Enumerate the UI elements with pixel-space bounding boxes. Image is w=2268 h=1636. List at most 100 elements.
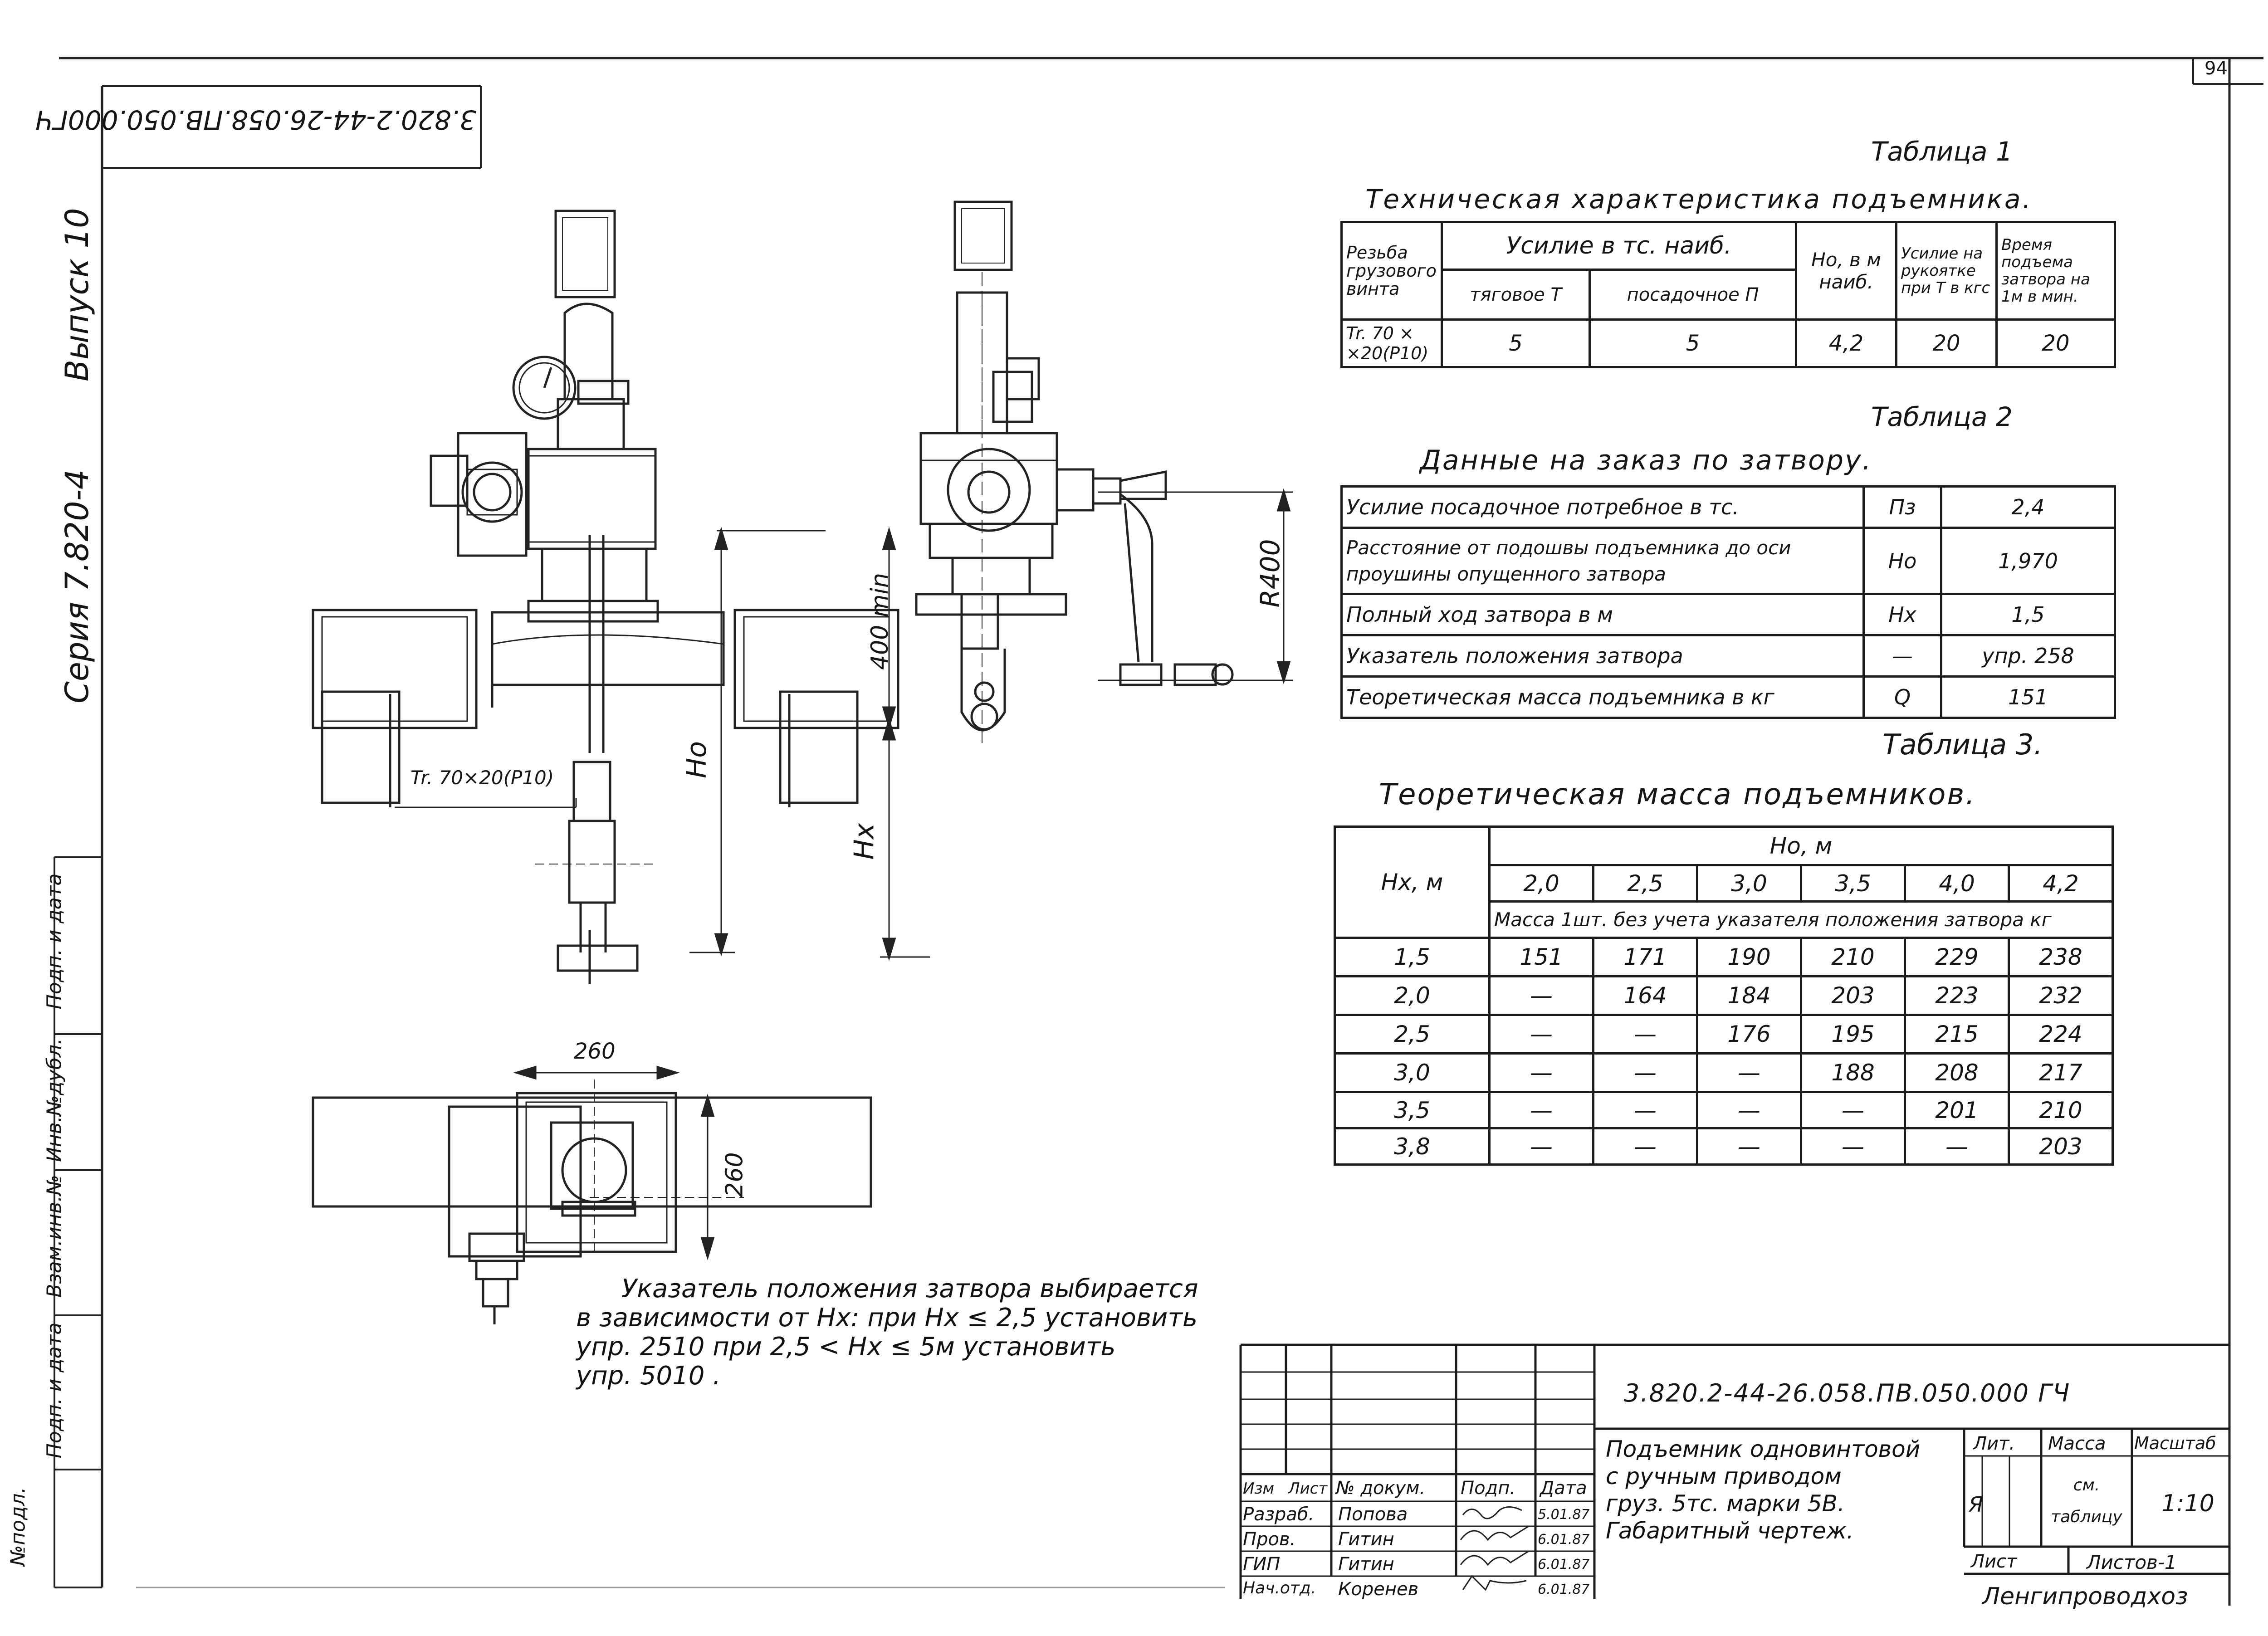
t3-r5-c2: — bbox=[1592, 1091, 1698, 1129]
t3-subheader: Масса 1шт. без учета указателя положения… bbox=[1488, 900, 2114, 939]
side-view bbox=[916, 202, 1293, 748]
page-number: 94 bbox=[2204, 58, 2228, 79]
t2-r3-label: Полный ход затвора в м bbox=[1340, 593, 1865, 637]
t2-r4-sym: — bbox=[1862, 634, 1942, 678]
installation-note: Указатель положения затвора выбирается в… bbox=[576, 1275, 1198, 1391]
table2: Усилие посадочное потребное в тс. Пз 2,4… bbox=[1340, 485, 2116, 719]
tb-role-2: Пров. bbox=[1243, 1529, 1296, 1550]
t3-r3-c5: 215 bbox=[1904, 1014, 2010, 1055]
t1-ho: 4,2 bbox=[1795, 318, 1897, 368]
t3-r4-c2: — bbox=[1592, 1052, 1698, 1093]
tb-name-2: Гитин bbox=[1338, 1529, 1394, 1550]
t2-r5-label: Теоретическая масса подъемника в кг bbox=[1340, 675, 1865, 719]
t3-r4-c3: — bbox=[1696, 1052, 1802, 1093]
t3-h-ho: Но, м bbox=[1488, 825, 2114, 866]
dim-260-top-label: 260 bbox=[574, 1039, 616, 1064]
t2-r3-sym: Нх bbox=[1862, 593, 1942, 637]
t2-r2-label: Расстояние от подошвы подъемника до оси … bbox=[1340, 526, 1865, 596]
tb-role-1: Разраб. bbox=[1243, 1504, 1315, 1525]
note-line-1: Указатель положения затвора выбирается bbox=[621, 1274, 1198, 1304]
tb-scale-header: Масштаб bbox=[2134, 1433, 2216, 1453]
t1-h-pull: тяговое Т bbox=[1440, 269, 1591, 321]
t3-r5-c3: — bbox=[1696, 1091, 1802, 1129]
t2-r1-label: Усилие посадочное потребное в тс. bbox=[1340, 485, 1865, 529]
t3-r6-c6: 203 bbox=[2008, 1127, 2114, 1166]
tb-date-4: 6.01.87 bbox=[1538, 1582, 1590, 1597]
t3-r3-c6: 224 bbox=[2008, 1014, 2114, 1055]
tb-date-3: 6.01.87 bbox=[1538, 1557, 1590, 1573]
t1-h-time: Время подъема затвора на 1м в мин. bbox=[1995, 221, 2116, 321]
tb-name-line-2: с ручным приводом bbox=[1606, 1463, 1842, 1489]
t1-handle: 20 bbox=[1895, 318, 1998, 368]
t3-r6-c0: 3,8 bbox=[1334, 1127, 1491, 1166]
t3-r6-c5: — bbox=[1904, 1127, 2010, 1166]
t1-h-thread: Резьба грузового винта bbox=[1340, 221, 1443, 321]
table3-title: Теоретическая масса подъемников. bbox=[1379, 778, 1976, 811]
t3-ho-3: 3,5 bbox=[1800, 864, 1906, 903]
t3-ho-5: 4,2 bbox=[2008, 864, 2114, 903]
t3-r1-c0: 1,5 bbox=[1334, 937, 1491, 977]
tb-name-4: Коренев bbox=[1338, 1579, 1419, 1600]
t3-r4-c0: 3,0 bbox=[1334, 1052, 1491, 1093]
t2-r4-label: Указатель положения затвора bbox=[1340, 634, 1865, 678]
plan-view bbox=[313, 1067, 871, 1324]
tb-name-line-4: Габаритный чертеж. bbox=[1606, 1518, 1854, 1544]
note-line-2: в зависимости от Hx: при Hx ≤ 2,5 устано… bbox=[576, 1303, 1198, 1333]
t1-thread: Tr. 70 × ×20(Р10) bbox=[1340, 318, 1443, 368]
t1-h-force: Усилие в тс. наиб. bbox=[1441, 221, 1797, 271]
t3-r1-c4: 210 bbox=[1800, 937, 1906, 977]
t1-land: 5 bbox=[1589, 318, 1797, 368]
t3-r3-c2: — bbox=[1592, 1014, 1698, 1055]
t2-r5-val: 151 bbox=[1940, 675, 2116, 719]
t3-r4-c6: 217 bbox=[2008, 1052, 2114, 1093]
t3-r4-c1: — bbox=[1488, 1052, 1594, 1093]
tb-name-line-1: Подъемник одновинтовой bbox=[1606, 1436, 1921, 1462]
t3-r3-c3: 176 bbox=[1696, 1014, 1802, 1055]
tb-doc-code: 3.820.2-44-26.058.ПВ.050.000 ГЧ bbox=[1624, 1379, 2071, 1407]
tb-sheet-label: Лист bbox=[1971, 1551, 2017, 1572]
note-line-4: упр. 5010 . bbox=[576, 1361, 721, 1391]
t3-r2-c4: 203 bbox=[1800, 975, 1906, 1016]
t3-r6-c1: — bbox=[1488, 1127, 1594, 1166]
t2-r2-val: 1,970 bbox=[1940, 526, 2116, 596]
t1-h-handle: Усилие на рукоятке при Т в кгс bbox=[1895, 221, 1998, 321]
tb-h-sign: Подп. bbox=[1461, 1478, 1516, 1499]
t3-r6-c3: — bbox=[1696, 1127, 1802, 1166]
t3-r1-c5: 229 bbox=[1904, 937, 2010, 977]
tb-role-3: ГИП bbox=[1243, 1554, 1281, 1575]
t3-r5-c0: 3,5 bbox=[1334, 1091, 1491, 1129]
t1-h-ho: Но, в м наиб. bbox=[1795, 221, 1897, 321]
tb-organization: Ленгипроводхоз bbox=[1982, 1583, 2188, 1610]
t3-r5-c1: — bbox=[1488, 1091, 1594, 1129]
tb-mass-value: см. таблицу bbox=[2051, 1476, 2122, 1526]
t3-h-hx: Нх, м bbox=[1334, 825, 1491, 939]
t2-r4-val: упр. 258 bbox=[1940, 634, 2116, 678]
tb-date-1: 5.01.87 bbox=[1538, 1507, 1590, 1523]
note-line-3: упр. 2510 при 2,5 < Hx ≤ 5м установить bbox=[576, 1332, 1116, 1362]
t3-r6-c4: — bbox=[1800, 1127, 1906, 1166]
table2-title: Данные на заказ по затвору. bbox=[1420, 444, 1872, 476]
tb-name-line-3: груз. 5тс. марки 5В. bbox=[1606, 1490, 1845, 1517]
tb-h-doc: № докум. bbox=[1336, 1478, 1426, 1499]
front-view bbox=[313, 211, 930, 984]
tb-product-name: Подъемник одновинтовой с ручным приводом… bbox=[1606, 1436, 1920, 1544]
t1-h-land: посадочное П bbox=[1589, 269, 1797, 321]
t3-r1-c6: 238 bbox=[2008, 937, 2114, 977]
t3-r2-c0: 2,0 bbox=[1334, 975, 1491, 1016]
tb-role-4: Нач.отд. bbox=[1243, 1579, 1316, 1597]
t3-r5-c5: 201 bbox=[1904, 1091, 2010, 1129]
t3-r3-c1: — bbox=[1488, 1014, 1594, 1055]
table3-caption: Таблица 3. bbox=[1882, 728, 2043, 761]
t2-r1-sym: Пз bbox=[1862, 485, 1942, 529]
table1-title: Техническая характеристика подъемника. bbox=[1365, 184, 2033, 215]
t3-r1-c3: 190 bbox=[1696, 937, 1802, 977]
tb-lit-value: Я bbox=[1969, 1492, 1983, 1517]
t2-r1-val: 2,4 bbox=[1940, 485, 2116, 529]
t3-r4-c5: 208 bbox=[1904, 1052, 2010, 1093]
t3-ho-0: 2,0 bbox=[1488, 864, 1594, 903]
table3: Нх, м Но, м 2,0 2,5 3,0 3,5 4,0 4,2 Масс… bbox=[1334, 825, 2114, 1166]
